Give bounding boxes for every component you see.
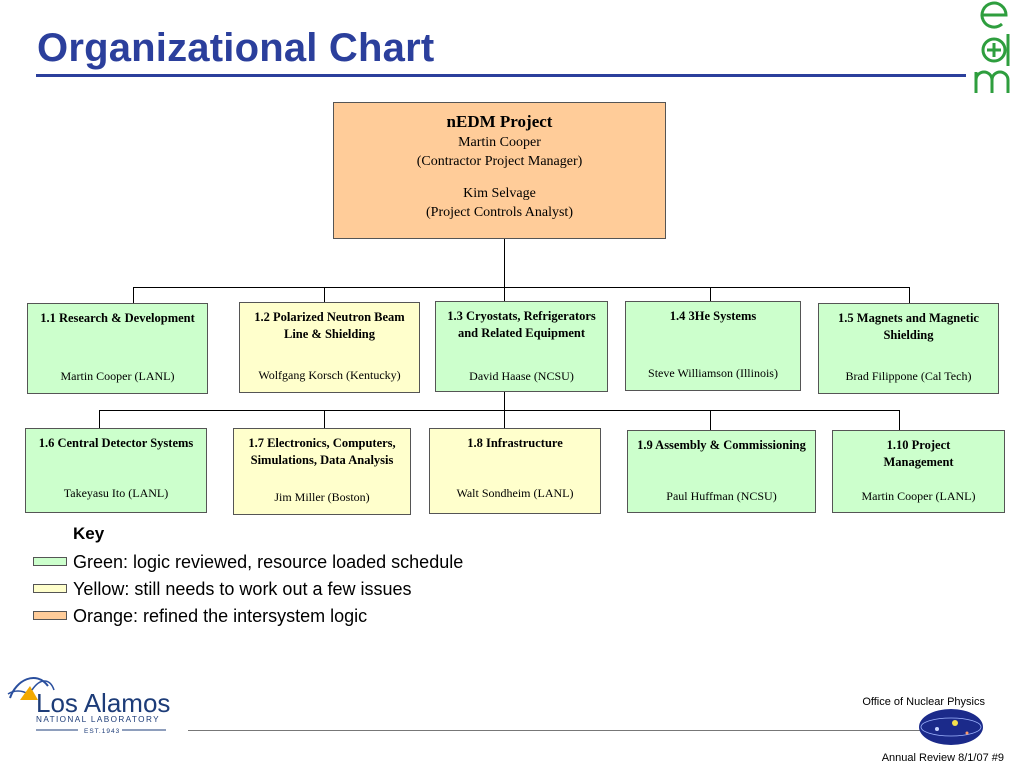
connector-row1-drop-3 (504, 287, 505, 302)
connector-row1-drop-4 (710, 287, 711, 302)
connector-row1-drop-1 (133, 287, 134, 303)
lanl-established: EST.1943 (84, 728, 120, 735)
wbs-box-heading: 1.1 Research & Development (40, 311, 195, 325)
connector-row2-drop-2 (324, 410, 325, 428)
wbs-box-heading: 1.4 3He Systems (669, 309, 757, 323)
wbs-box-heading: 1.8 Infrastructure (467, 436, 563, 450)
office-of-nuclear-physics: Office of Nuclear Physics (862, 696, 985, 708)
title-underline (36, 74, 966, 77)
connector-top-vertical (504, 238, 505, 287)
key-title: Key (73, 524, 105, 543)
key-label: Orange: refined the intersystem logic (73, 606, 368, 626)
lanl-swoosh-icon (7, 677, 55, 700)
page-title: Organizational Chart (37, 26, 435, 70)
edm-logo-icon (974, 1, 1010, 93)
wbs-box-person: Martin Cooper (LANL) (861, 489, 976, 503)
connector-row1-horizontal (133, 287, 910, 288)
connector-row2-horizontal (99, 410, 900, 411)
top-box-analyst-role: (Project Controls Analyst) (426, 205, 573, 220)
key-label: Green: logic reviewed, resource loaded s… (73, 552, 464, 572)
wbs-box-heading: 1.6 Central Detector Systems (38, 436, 194, 450)
key-swatch-yellow (33, 584, 67, 593)
wbs-box-person: Walt Sondheim (LANL) (456, 486, 574, 500)
lanl-name: Los Alamos (36, 688, 170, 718)
nuclear-physics-globe-icon (919, 709, 983, 745)
connector-row2-drop-3 (504, 410, 505, 428)
wbs-box-heading: 1.3 Cryostats, Refrigerators and Related… (447, 309, 596, 340)
wbs-box-1-1: 1.1 Research & Development Martin Cooper… (27, 303, 208, 394)
connector-row2-drop-4 (710, 410, 711, 430)
key-swatch-green (33, 557, 67, 566)
top-box-manager-role: (Contractor Project Manager) (416, 154, 583, 169)
wbs-box-heading: 1.9 Assembly & Commissioning (637, 438, 806, 452)
wbs-box-person: Brad Filippone (Cal Tech) (845, 369, 972, 383)
wbs-box-1-3: 1.3 Cryostats, Refrigerators and Related… (435, 301, 608, 392)
wbs-box-person: Steve Williamson (Illinois) (648, 366, 778, 380)
los-alamos-logo: Los Alamos NATIONAL LABORATORY EST.1943 (7, 677, 170, 735)
wbs-box-1-7: 1.7 Electronics, Computers, Simulations,… (233, 428, 411, 515)
wbs-box-1-2: 1.2 Polarized Neutron Beam Line & Shield… (239, 302, 420, 393)
wbs-box-1-9: 1.9 Assembly & Commissioning Paul Huffma… (627, 430, 816, 513)
wbs-box-1-10: 1.10 Project Management Martin Cooper (L… (832, 430, 1005, 513)
wbs-box-1-6: 1.6 Central Detector Systems Takeyasu It… (25, 428, 207, 513)
wbs-box-1-5: 1.5 Magnets and Magnetic Shielding Brad … (818, 303, 999, 394)
connector-row1-drop-5 (909, 287, 910, 303)
connector-row2-drop-5 (899, 410, 900, 430)
connector-mid-vertical (504, 392, 505, 410)
annual-review-page-number: Annual Review 8/1/07 #9 (881, 752, 1004, 764)
key-swatch-orange (33, 611, 67, 620)
top-box-title: nEDM Project (446, 112, 553, 131)
key-label: Yellow: still needs to work out a few is… (73, 579, 412, 599)
top-box-analyst-name: Kim Selvage (463, 186, 536, 201)
footer-rule (188, 730, 982, 731)
wbs-box-heading: 1.10 Project Management (883, 438, 954, 469)
wbs-box-heading: 1.7 Electronics, Computers, Simulations,… (248, 436, 396, 467)
wbs-box-person: Wolfgang Korsch (Kentucky) (258, 368, 401, 382)
connector-row1-drop-2 (324, 287, 325, 302)
wbs-box-heading: 1.2 Polarized Neutron Beam Line & Shield… (254, 310, 405, 341)
wbs-box-person: Martin Cooper (LANL) (60, 369, 175, 383)
wbs-box-heading: 1.5 Magnets and Magnetic Shielding (838, 311, 979, 342)
connector-row2-drop-1 (99, 410, 100, 428)
wbs-box-person: David Haase (NCSU) (469, 369, 574, 383)
wbs-box-1-4: 1.4 3He Systems Steve Williamson (Illino… (625, 301, 801, 391)
top-box-nedm-project: nEDM Project Martin Cooper (Contractor P… (333, 102, 666, 239)
wbs-box-person: Paul Huffman (NCSU) (666, 489, 777, 503)
wbs-box-1-8: 1.8 Infrastructure Walt Sondheim (LANL) (429, 428, 601, 514)
wbs-box-person: Takeyasu Ito (LANL) (63, 486, 169, 500)
lanl-subtitle: NATIONAL LABORATORY (36, 715, 160, 724)
top-box-manager-name: Martin Cooper (458, 135, 541, 150)
wbs-box-person: Jim Miller (Boston) (274, 490, 370, 504)
